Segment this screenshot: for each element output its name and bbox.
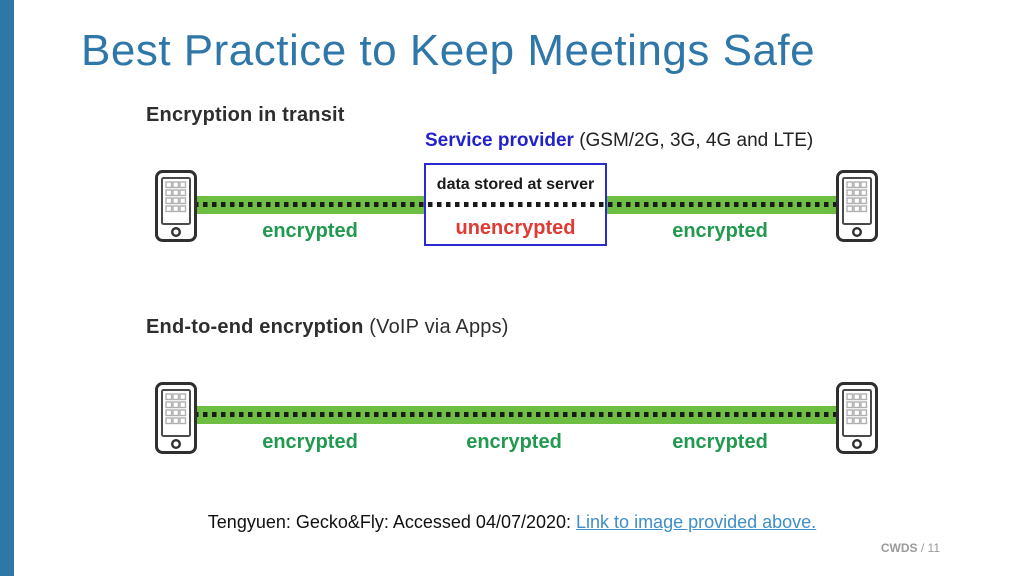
service-provider-label: Service provider (GSM/2G, 3G, 4G and LTE… [425, 130, 813, 152]
encrypted-label-left: encrypted [262, 220, 358, 242]
data-flow-dots [194, 202, 840, 207]
service-provider-name: Service provider [425, 130, 574, 151]
citation-text: Tengyuen: Gecko&Fly: Accessed 04/07/2020… [207, 512, 577, 532]
server-box-label: data stored at server [436, 176, 595, 193]
left-accent-bar [0, 0, 14, 576]
encrypted-label-1: encrypted [262, 431, 358, 453]
footer-page-number: 11 [927, 541, 940, 555]
diagram2-heading-detail: (VoIP via Apps) [363, 316, 509, 338]
diagram1-heading: Encryption in transit [146, 104, 345, 126]
encrypted-label-right: encrypted [672, 220, 768, 242]
smartphone-icon [836, 382, 878, 454]
page-title: Best Practice to Keep Meetings Safe [81, 26, 816, 75]
diagram2-heading: End-to-end encryption (VoIP via Apps) [146, 316, 509, 339]
encrypted-label-3: encrypted [672, 431, 768, 453]
smartphone-icon [836, 170, 878, 242]
diagram2-heading-bold: End-to-end encryption [146, 316, 364, 338]
data-flow-dots [194, 412, 840, 417]
service-provider-detail: (GSM/2G, 3G, 4G and LTE) [573, 130, 814, 151]
footer-label: CWDS [880, 541, 918, 555]
unencrypted-label: unencrypted [455, 217, 576, 239]
citation-link[interactable]: Link to image provided above. [576, 512, 817, 532]
encrypted-label-2: encrypted [466, 431, 562, 453]
slide-footer: CWDS / 11 [881, 541, 940, 555]
citation: Tengyuen: Gecko&Fly: Accessed 04/07/2020… [0, 512, 1024, 533]
smartphone-icon [155, 170, 197, 242]
smartphone-icon [155, 382, 197, 454]
footer-separator: / [917, 541, 928, 555]
